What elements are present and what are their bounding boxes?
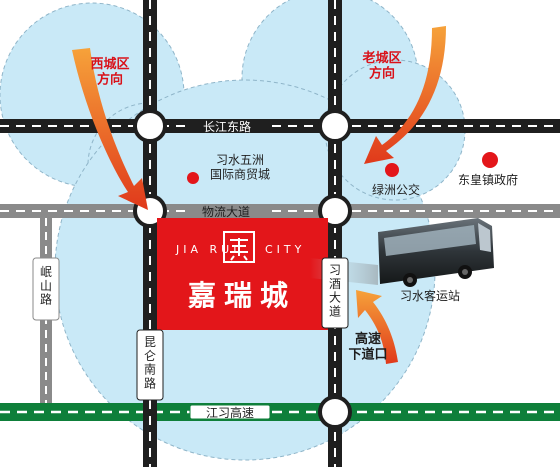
landmark-dots — [187, 152, 498, 184]
label-highway-exit: 高速下道口 — [348, 331, 387, 363]
project-block: JIA RUI CITY 嘉瑞城 — [157, 218, 328, 330]
project-english-left: JIA RUI — [175, 243, 240, 256]
direction-arrows — [72, 26, 446, 364]
road-labels: 长江东路 物流大道 江习高速 岷山路 昆仑南路 习酒大道 — [32, 119, 349, 420]
label-old-town: 老城区方向 — [361, 50, 401, 82]
label-donghuang-gov: 东皇镇政府 — [458, 172, 518, 187]
dot-donghuang — [482, 152, 498, 168]
landmark-labels: 习水五洲国际商贸城 绿洲公交 东皇镇政府 习水客运站 — [210, 153, 518, 303]
dot-wuzhou — [187, 172, 199, 184]
project-name: 嘉瑞城 — [188, 279, 296, 312]
label-luzhou-bus: 绿洲公交 — [372, 182, 420, 197]
label-west-old-area: 西城区方向 — [90, 56, 129, 88]
label-kunlun-south: 昆仑南路 — [144, 335, 156, 390]
dot-luzhou-bus — [385, 163, 399, 177]
label-xijiu-avenue: 习酒大道 — [329, 263, 341, 318]
label-wuliu-avenue: 物流大道 — [202, 205, 250, 219]
direction-labels: 西城区方向 老城区方向 高速下道口 — [90, 50, 401, 363]
junction-kunlun-changjiang — [133, 109, 167, 143]
arrow-oldtown-icon — [364, 26, 446, 164]
project-english-right: CITY — [265, 243, 305, 256]
arrow-highway-exit-icon — [356, 290, 398, 364]
project-logo-icon — [223, 231, 255, 263]
label-changjiang-east: 长江东路 — [203, 119, 251, 134]
arrow-west-icon — [72, 48, 148, 210]
label-bus-station: 习水客运站 — [400, 288, 460, 303]
junction-xijiu-expressway — [318, 395, 352, 429]
bus-icon — [310, 218, 494, 287]
label-minshan: 岷山路 — [40, 264, 52, 307]
label-wuzhou: 习水五洲国际商贸城 — [210, 153, 270, 181]
junction-xijiu-changjiang — [318, 109, 352, 143]
label-jiangxi-expressway: 江习高速 — [206, 405, 254, 420]
